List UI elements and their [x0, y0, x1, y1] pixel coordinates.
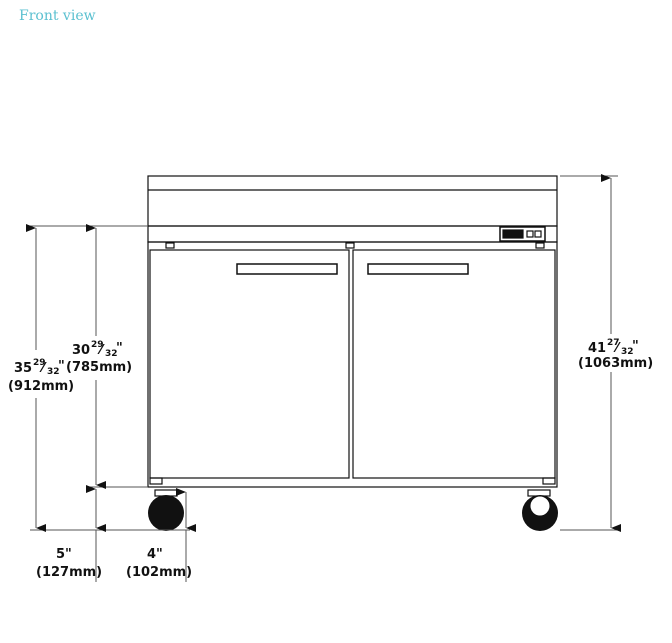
- svg-text:": ": [58, 359, 65, 374]
- svg-text:32: 32: [105, 349, 118, 359]
- svg-text:(785mm): (785mm): [66, 360, 132, 375]
- dimension-lines: [26, 174, 621, 582]
- svg-text:⁄: ⁄: [97, 343, 105, 358]
- svg-text:⁄: ⁄: [39, 361, 47, 376]
- svg-text:(102mm): (102mm): [126, 565, 192, 580]
- dim-cabinet-height: 30 29 ⁄ 32 " (785mm): [66, 340, 132, 375]
- svg-text:(912mm): (912mm): [8, 379, 74, 394]
- right-door: [352, 249, 556, 479]
- cabinet-body: [147, 241, 558, 488]
- control-panel: [499, 226, 546, 242]
- display-icon: [502, 229, 524, 239]
- control-rail: [147, 225, 558, 243]
- dim-caster-height: 4" (102mm): [126, 547, 192, 580]
- svg-text:(127mm): (127mm): [36, 565, 102, 580]
- dim-height-to-rail: 35 29 ⁄ 32 " (912mm): [8, 358, 74, 394]
- svg-text:": ": [632, 339, 639, 354]
- svg-text:32: 32: [47, 367, 60, 377]
- left-caster-wheel-icon: [148, 495, 184, 531]
- svg-text:41: 41: [588, 341, 606, 356]
- svg-text:⁄: ⁄: [613, 341, 621, 356]
- right-door-handle: [367, 263, 469, 275]
- left-door: [149, 249, 350, 479]
- svg-text:29: 29: [33, 358, 46, 368]
- svg-text:30: 30: [72, 343, 90, 358]
- svg-text:": ": [116, 341, 123, 356]
- svg-text:32: 32: [621, 347, 634, 357]
- svg-text:4": 4": [147, 547, 163, 562]
- view-title: Front view: [19, 8, 96, 24]
- svg-text:27: 27: [607, 338, 620, 348]
- svg-text:35: 35: [14, 361, 32, 376]
- svg-text:5": 5": [56, 547, 72, 562]
- worktop: [147, 175, 558, 227]
- left-door-handle: [236, 263, 338, 275]
- unit-outline: [147, 175, 558, 497]
- svg-text:(1063mm): (1063mm): [578, 356, 653, 371]
- svg-text:29: 29: [91, 340, 104, 350]
- dim-overall-height: 41 27 ⁄ 32 " (1063mm): [578, 338, 653, 371]
- dim-leg-height: 5" (127mm): [36, 547, 102, 580]
